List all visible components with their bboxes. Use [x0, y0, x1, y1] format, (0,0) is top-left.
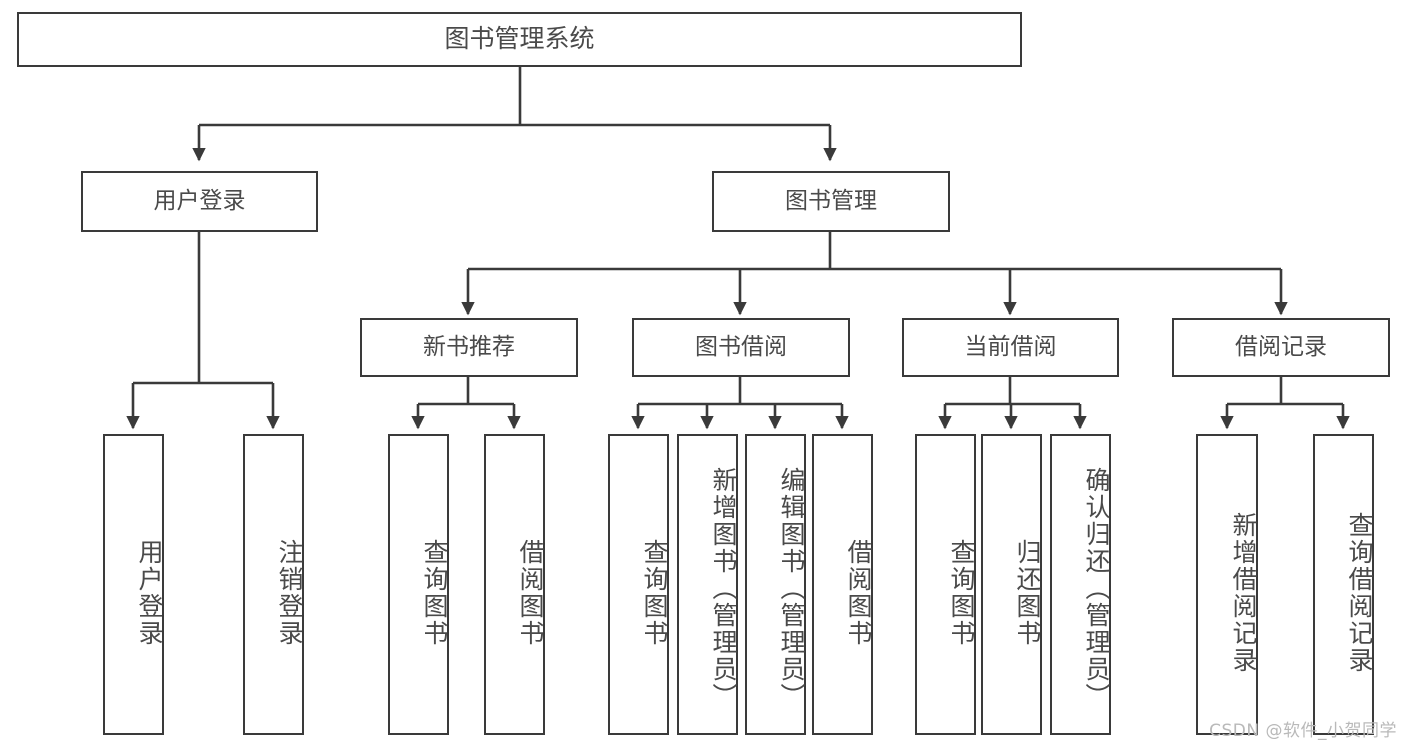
leaf-add-book-admin[interactable]: 新增图书（管理员） — [677, 434, 738, 735]
leaf-return-book[interactable]: 归还图书 — [981, 434, 1042, 735]
leaf-edit-book-admin[interactable]: 编辑图书（管理员） — [745, 434, 806, 735]
node-user-login[interactable]: 用户登录 — [81, 171, 318, 232]
node-book-borrow[interactable]: 图书借阅 — [632, 318, 850, 377]
csdn-watermark: CSDN @软件_小贺同学 — [1209, 721, 1397, 741]
node-current-borrow[interactable]: 当前借阅 — [902, 318, 1119, 377]
leaf-borrow-book[interactable]: 借阅图书 — [812, 434, 873, 735]
leaf-add-borrow-record[interactable]: 新增借阅记录 — [1196, 434, 1258, 735]
node-root-book-management-system[interactable]: 图书管理系统 — [17, 12, 1022, 67]
leaf-query-book-recommend[interactable]: 查询图书 — [388, 434, 449, 735]
leaf-query-borrow-record[interactable]: 查询借阅记录 — [1313, 434, 1374, 735]
leaf-user-login[interactable]: 用户登录 — [103, 434, 164, 735]
leaf-logout-login[interactable]: 注销登录 — [243, 434, 304, 735]
leaf-borrow-book-recommend[interactable]: 借阅图书 — [484, 434, 545, 735]
node-borrow-record[interactable]: 借阅记录 — [1172, 318, 1390, 377]
leaf-confirm-return-admin[interactable]: 确认归还（管理员） — [1050, 434, 1111, 735]
leaf-query-book-borrow[interactable]: 查询图书 — [608, 434, 669, 735]
node-book-management[interactable]: 图书管理 — [712, 171, 950, 232]
node-new-book-recommend[interactable]: 新书推荐 — [360, 318, 578, 377]
leaf-query-book-current[interactable]: 查询图书 — [915, 434, 976, 735]
